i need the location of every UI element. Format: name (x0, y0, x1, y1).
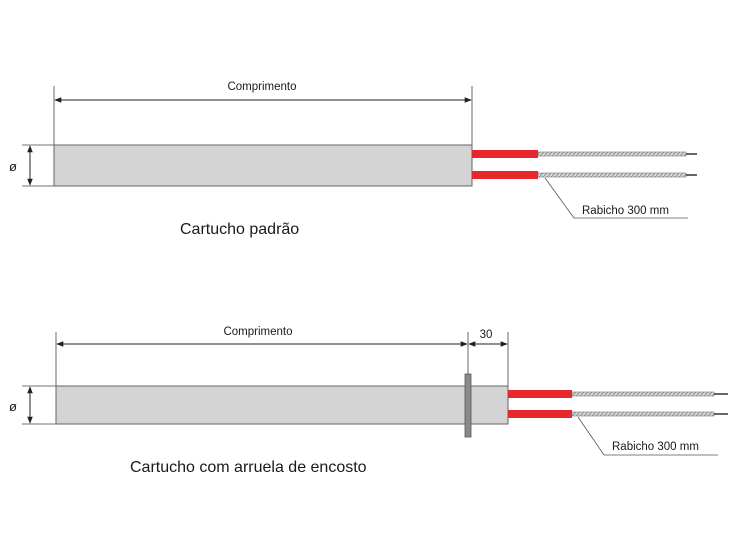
wire-insulation-top (472, 150, 538, 158)
cartridge-body (53, 144, 473, 187)
lead-leader-line (544, 177, 688, 219)
cartridge-body (55, 385, 509, 425)
lead-leader-line (577, 416, 718, 456)
diameter-label: ø (9, 159, 17, 174)
wire-braid-bottom (571, 411, 715, 417)
cartridge-with-washer: Comprimento 30 ø Rabicho 300 mm Cartucho… (9, 326, 728, 476)
length-label: Comprimento (223, 326, 292, 338)
wire-braid-bottom (537, 172, 687, 178)
wire-insulation-bottom (508, 410, 572, 418)
standard-cartridge: Comprimento ø Rabicho 300 mm Cartucho pa… (9, 81, 697, 238)
lead-label: Rabicho 300 mm (582, 205, 669, 217)
lead-label: Rabicho 300 mm (612, 441, 699, 453)
length-label: Comprimento (227, 81, 296, 93)
washer-dimension-label: 30 (480, 329, 493, 341)
diameter-label: ø (9, 399, 17, 414)
wire-braid-top (571, 391, 715, 397)
wire-insulation-top (508, 390, 572, 398)
wire-insulation-bottom (472, 171, 538, 179)
caption: Cartucho com arruela de encosto (130, 459, 367, 476)
wire-braid-top (537, 151, 687, 157)
stop-washer (464, 373, 472, 438)
caption: Cartucho padrão (180, 221, 299, 238)
